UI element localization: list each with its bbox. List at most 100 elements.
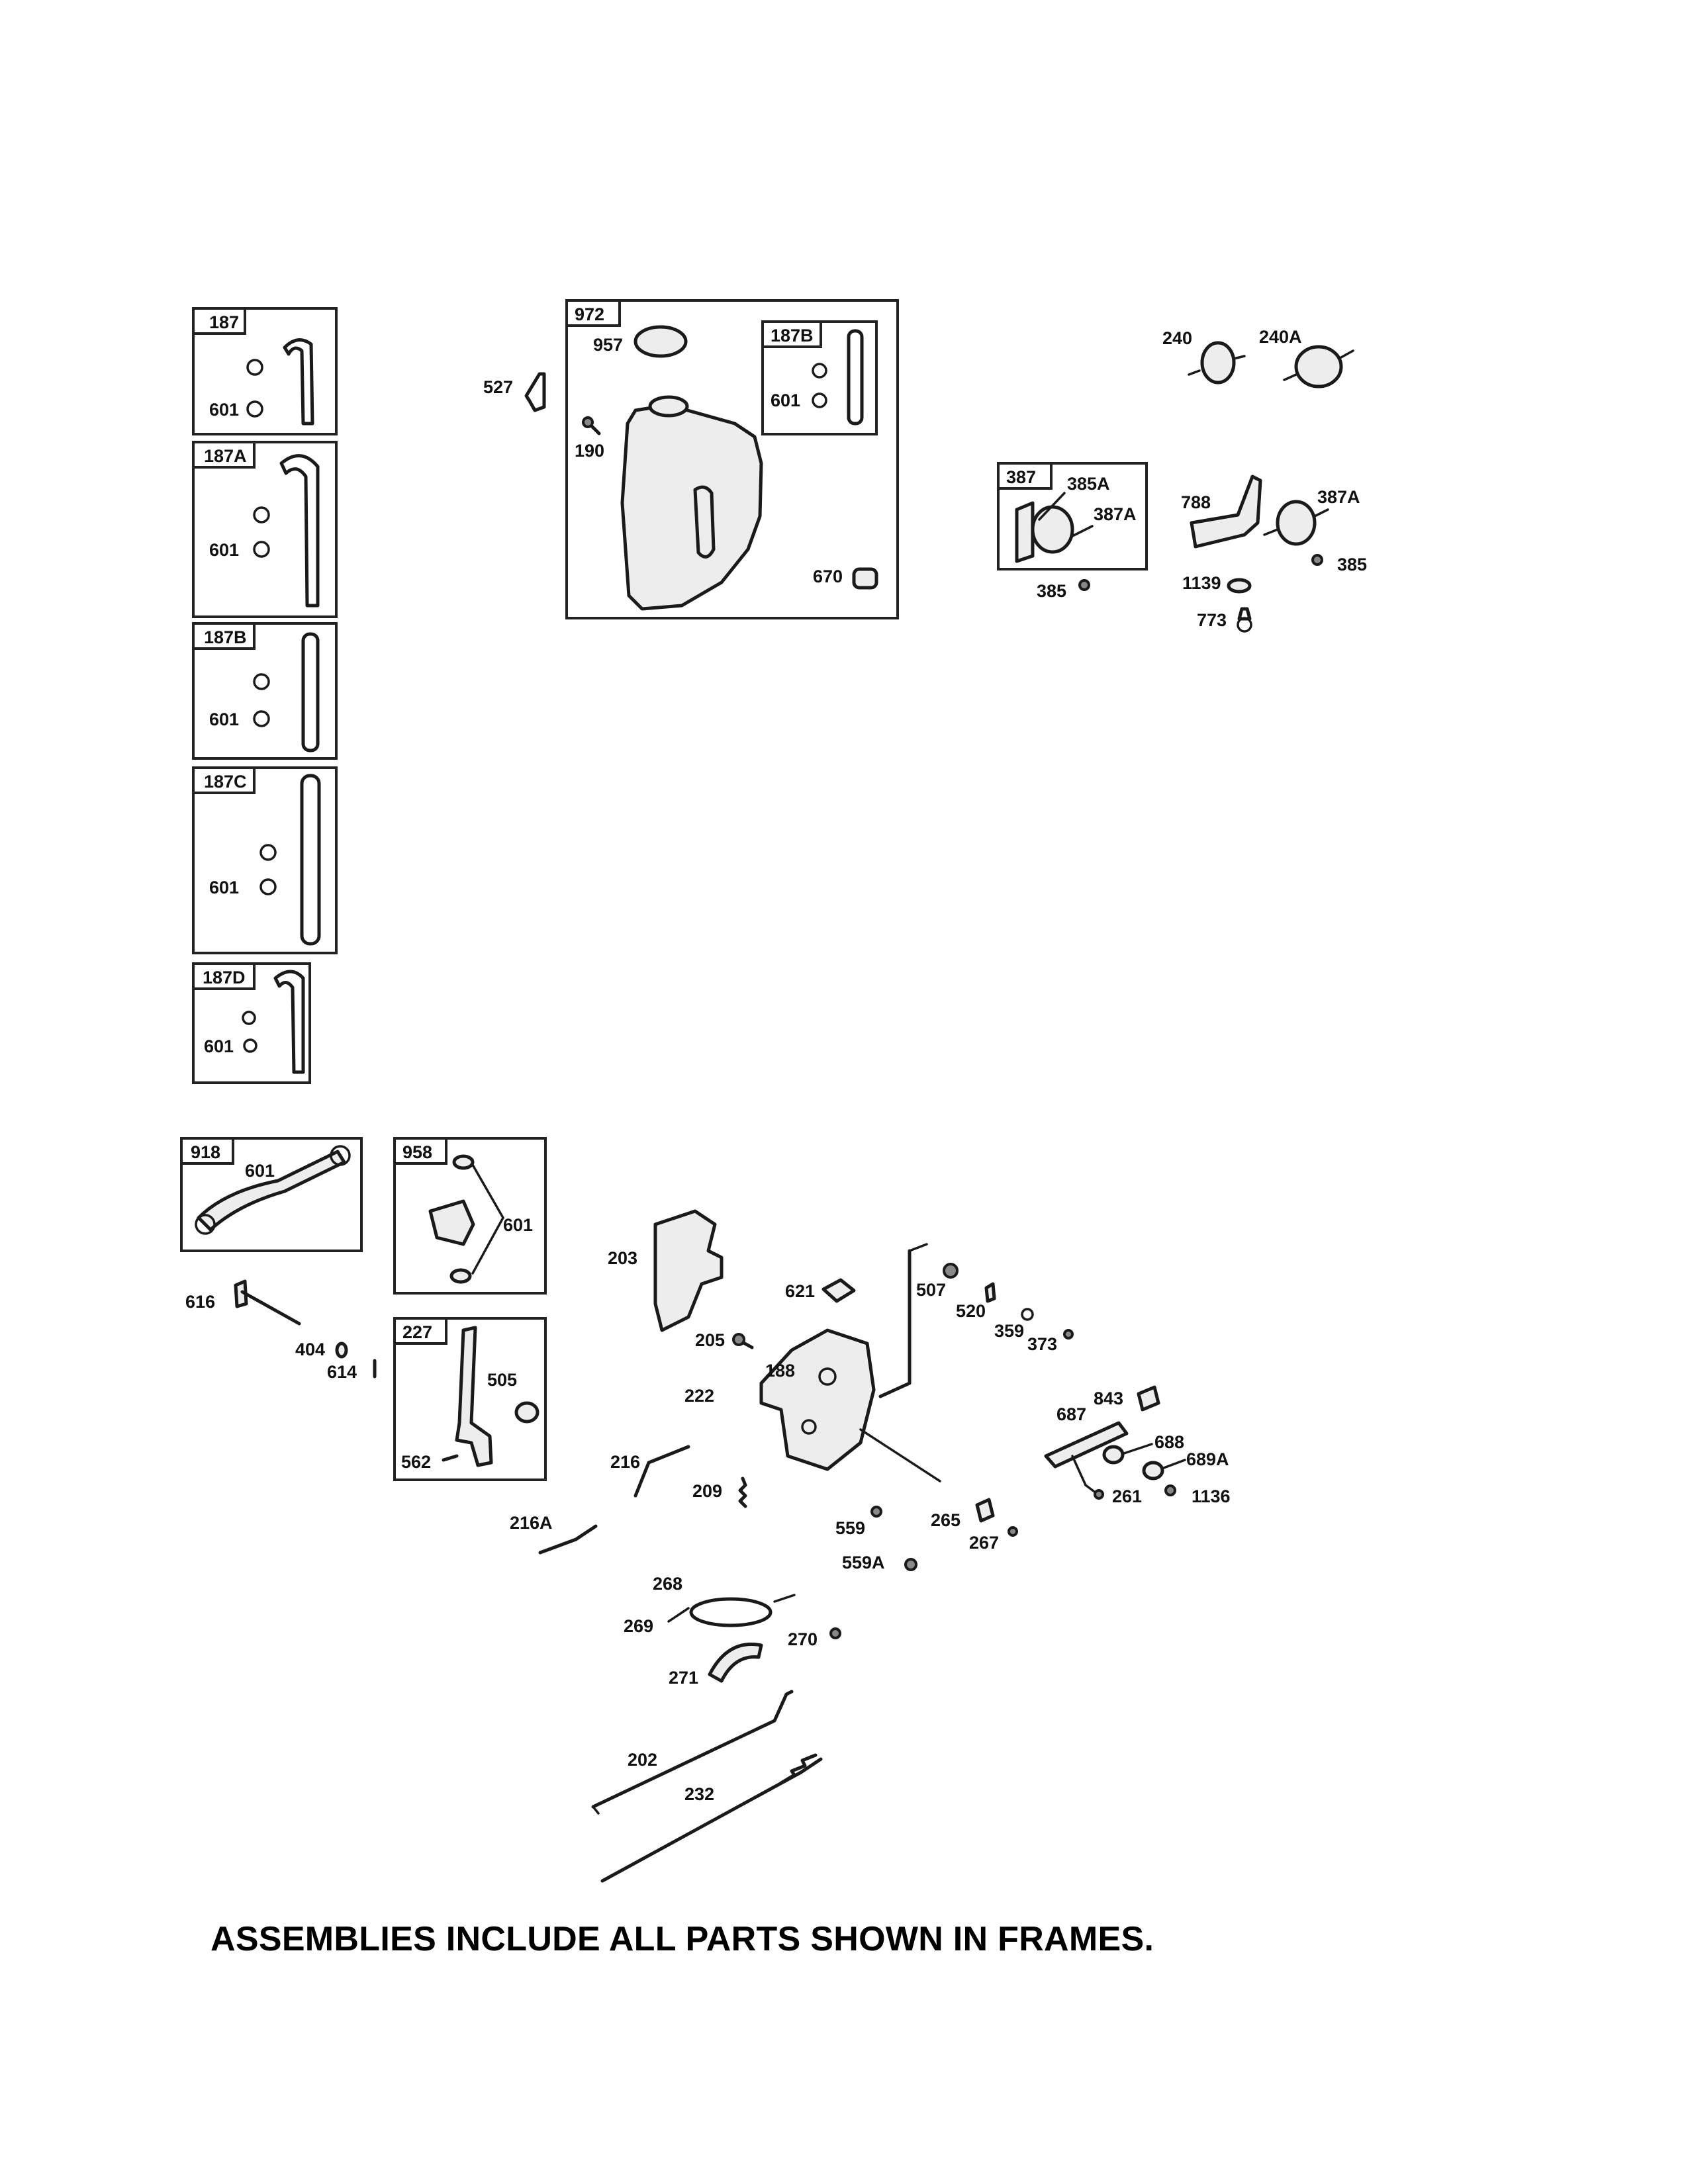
hose-clamp-icon	[242, 1011, 256, 1025]
cable-268: 268 269	[624, 1574, 796, 1636]
part-601-label: 601	[209, 709, 239, 729]
frame-972-tag: 972	[575, 304, 604, 324]
frame-187c: 187C 601	[192, 766, 338, 954]
part-559a-label: 559A	[842, 1553, 885, 1572]
part-203-label: 203	[608, 1248, 637, 1268]
frame-972-187b-tag: 187B	[771, 326, 814, 345]
fuel-hose-elbow-icon	[273, 970, 305, 1074]
fuel-hose-elbow-icon	[279, 454, 320, 608]
hardware-359: 359	[994, 1308, 1034, 1341]
hose-clamp-icon	[259, 844, 277, 861]
part-621-label: 621	[785, 1281, 815, 1301]
clip-621: 621	[785, 1278, 856, 1303]
hardware-507: 507	[916, 1263, 959, 1300]
hose-clamp-icon	[246, 400, 263, 418]
part-1139-label: 1139	[1182, 573, 1221, 593]
frame-187a-tag: 187A	[204, 446, 247, 466]
part-559-label: 559	[835, 1518, 865, 1538]
part-271-label: 271	[669, 1668, 698, 1688]
part-527-label: 527	[483, 377, 513, 397]
hose-clamp-icon	[253, 506, 270, 523]
pump-bracket-icon	[1190, 475, 1262, 549]
governor-control-222: 222 188	[684, 1243, 941, 1482]
part-267-label: 267	[969, 1533, 999, 1553]
nut-icon	[1142, 1461, 1164, 1480]
hose-clamp-icon	[253, 673, 270, 690]
hardware-373: 373	[1027, 1329, 1074, 1354]
frame-227: 227 505 562	[393, 1317, 547, 1481]
frame-972: 972 957 187B 601 670	[565, 299, 899, 619]
bushing-icon	[1102, 1445, 1125, 1465]
washer-icon	[335, 1342, 348, 1359]
fuel-pump-387a: 387A	[1263, 487, 1360, 546]
part-261-label: 261	[1112, 1486, 1142, 1506]
frame-918: 918 601	[180, 1137, 363, 1252]
fuel-pump-icon	[1200, 341, 1236, 385]
frame-187b-tag: 187B	[204, 627, 247, 647]
link-216: 216	[610, 1445, 690, 1498]
lever-icon	[708, 1642, 763, 1683]
part-222-label: 222	[684, 1386, 714, 1406]
frame-387-tag: 387	[1006, 467, 1036, 487]
part-614-label: 614	[327, 1362, 357, 1382]
part-1136-label: 1136	[1192, 1486, 1231, 1506]
hose-clamp-icon	[195, 1214, 216, 1235]
part-268-label: 268	[653, 1574, 682, 1594]
part-601-label: 601	[245, 1161, 275, 1181]
fuel-pump-240a: 240A	[1259, 327, 1354, 388]
spring-link-rod-icon	[600, 1757, 823, 1883]
part-601-label: 601	[209, 400, 239, 420]
frame-187b: 187B 601	[192, 622, 338, 760]
assemblies-note: ASSEMBLIES INCLUDE ALL PARTS SHOWN IN FR…	[211, 1920, 1154, 1958]
hose-clamp-icon	[449, 1268, 472, 1284]
part-209-label: 209	[692, 1481, 722, 1501]
part-505-label: 505	[487, 1370, 517, 1390]
part-404-label: 404	[295, 1340, 325, 1359]
washer-1139: 1139	[1182, 573, 1252, 594]
screw-1136: 1136	[1164, 1484, 1231, 1506]
fuel-pump-icon	[1294, 345, 1343, 388]
part-957-label: 957	[593, 335, 623, 355]
lever-687: 687	[1044, 1404, 1129, 1494]
clip-icon	[821, 1278, 856, 1303]
part-240a-label: 240A	[1259, 327, 1302, 347]
part-601-label: 601	[503, 1215, 533, 1235]
screw-559a: 559A	[842, 1553, 917, 1572]
screw-icon	[870, 1506, 882, 1518]
cable-icon	[689, 1597, 773, 1627]
washer-icon	[1021, 1308, 1034, 1321]
part-507-label: 507	[916, 1280, 946, 1300]
screw-icon	[1311, 554, 1323, 566]
part-689a: 689A	[1142, 1449, 1229, 1480]
part-601-label: 601	[209, 540, 239, 560]
part-687-label: 687	[1056, 1404, 1086, 1424]
frame-187d-tag: 187D	[203, 968, 246, 987]
hose-clamp-icon	[330, 1145, 351, 1166]
part-188-label: 188	[765, 1361, 795, 1381]
frame-958: 958 601	[393, 1137, 547, 1295]
part-265-label: 265	[931, 1510, 961, 1530]
bracket-527: 527	[483, 372, 546, 412]
governor-link-rod-icon	[591, 1690, 794, 1809]
rod-232: 232	[600, 1753, 823, 1883]
spring-209: 209	[692, 1477, 747, 1508]
screw-559: 559	[835, 1506, 882, 1538]
hardware-520: 520	[956, 1282, 996, 1321]
fuel-hose-straight-icon	[301, 632, 320, 752]
part-689a-label: 689A	[1186, 1449, 1229, 1469]
frame-187: 187 601	[192, 307, 338, 435]
hose-clamp-icon	[812, 392, 827, 408]
screw-icon	[904, 1558, 917, 1571]
part-601-label: 601	[209, 878, 239, 897]
nut-icon	[1063, 1329, 1074, 1340]
screw-icon	[943, 1263, 959, 1279]
part-843: 843	[1094, 1385, 1160, 1412]
part-216a-label: 216A	[510, 1513, 553, 1533]
frame-958-tag: 958	[402, 1142, 432, 1162]
fuel-shutoff-valve-icon	[428, 1199, 475, 1246]
part-688-label: 688	[1154, 1432, 1184, 1452]
spacer-icon	[984, 1282, 996, 1303]
control-lever-icon	[455, 1326, 493, 1467]
part-601-label: 601	[204, 1036, 234, 1056]
part-373-label: 373	[1027, 1334, 1057, 1354]
